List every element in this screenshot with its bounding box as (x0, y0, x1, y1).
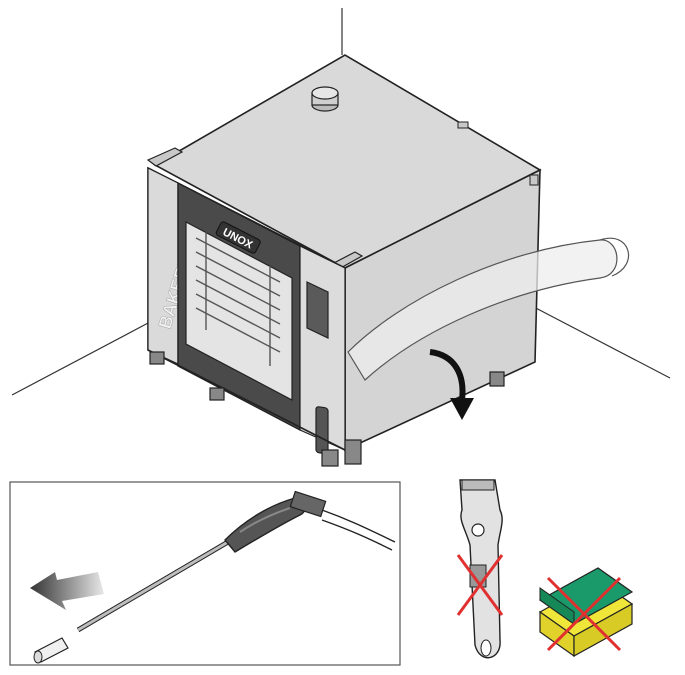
scraper-prohibited-cross-icon (456, 554, 504, 616)
room-corner-lines (11, 8, 671, 396)
scouring-sponge (538, 567, 634, 658)
oven: BAKERTOP UNOX (146, 54, 542, 467)
film-peel-arrow (429, 349, 474, 420)
sponge-prohibited-cross-icon (546, 576, 622, 652)
door-glass (185, 221, 293, 401)
pipe-insert-frame (9, 481, 401, 666)
pull-out-arrow (30, 572, 104, 610)
protective-film (347, 237, 630, 381)
display-screen (306, 281, 329, 339)
pipe-insert-panel (9, 481, 401, 666)
spray-handle (224, 490, 327, 553)
vent-knob (311, 86, 339, 112)
door-handle (315, 406, 329, 455)
oven-racks (195, 232, 281, 366)
spray-hose (321, 509, 396, 551)
pipe-cap (33, 637, 69, 664)
top-clip-left (146, 147, 184, 167)
oven-feet (149, 351, 505, 467)
scraper-tool (459, 479, 503, 659)
front-bottom-edge (147, 349, 346, 451)
back-clips (457, 121, 539, 186)
